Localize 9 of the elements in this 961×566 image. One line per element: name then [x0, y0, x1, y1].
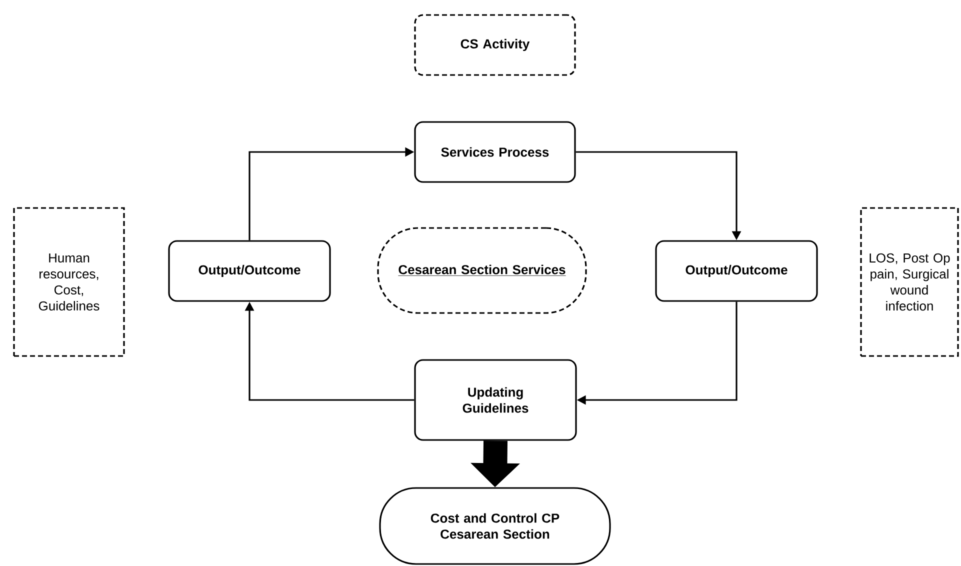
process-box: Output/Outcome: [168, 240, 331, 302]
terminal-pill: Cost and Control CP Cesarean Section: [379, 487, 611, 565]
process-box: Output/Outcome: [655, 240, 818, 302]
dashed-box: Human resources, Cost, Guidelines: [13, 207, 125, 357]
dashed-box: LOS, Post Op pain, Surgical wound infection: [860, 207, 959, 357]
process-box: Updating Guidelines: [414, 359, 577, 441]
dashed-pill: Cesarean Section Services: [377, 227, 587, 314]
process-box: Services Process: [414, 121, 576, 183]
dashed-box: CS Activity: [414, 14, 576, 76]
